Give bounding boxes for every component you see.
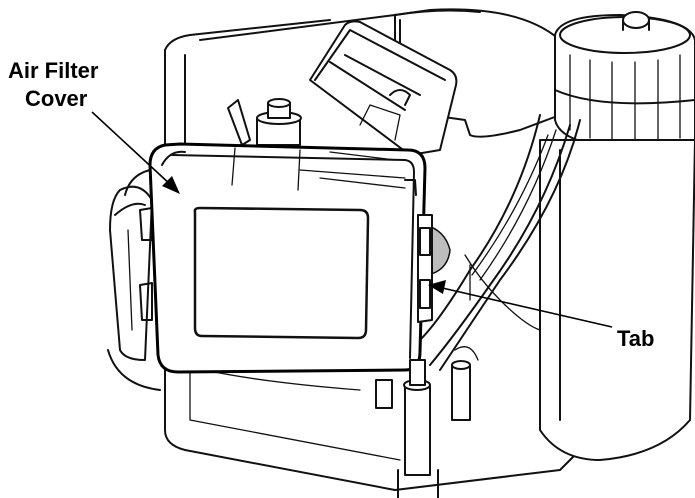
air-filter-label-line2: Cover — [25, 86, 88, 111]
left-bracket — [107, 169, 161, 391]
filter-lid — [309, 20, 458, 156]
fuel-cap — [554, 11, 695, 148]
tab-leader-line — [437, 286, 613, 328]
tab-arrowhead — [428, 280, 446, 294]
air-filter-cover — [148, 142, 427, 374]
fuel-lines — [419, 114, 581, 371]
cover-tab — [417, 214, 433, 323]
lower-fittings — [375, 346, 479, 498]
air-filter-arrowhead — [162, 176, 180, 194]
tab-label: Tab — [617, 326, 654, 351]
air-filter-leader-line — [91, 111, 173, 187]
engine-right-body — [539, 139, 695, 461]
leader-arrows — [91, 111, 613, 328]
breather-tube — [227, 98, 302, 146]
air-filter-label-line1: Air Filter — [8, 58, 99, 83]
